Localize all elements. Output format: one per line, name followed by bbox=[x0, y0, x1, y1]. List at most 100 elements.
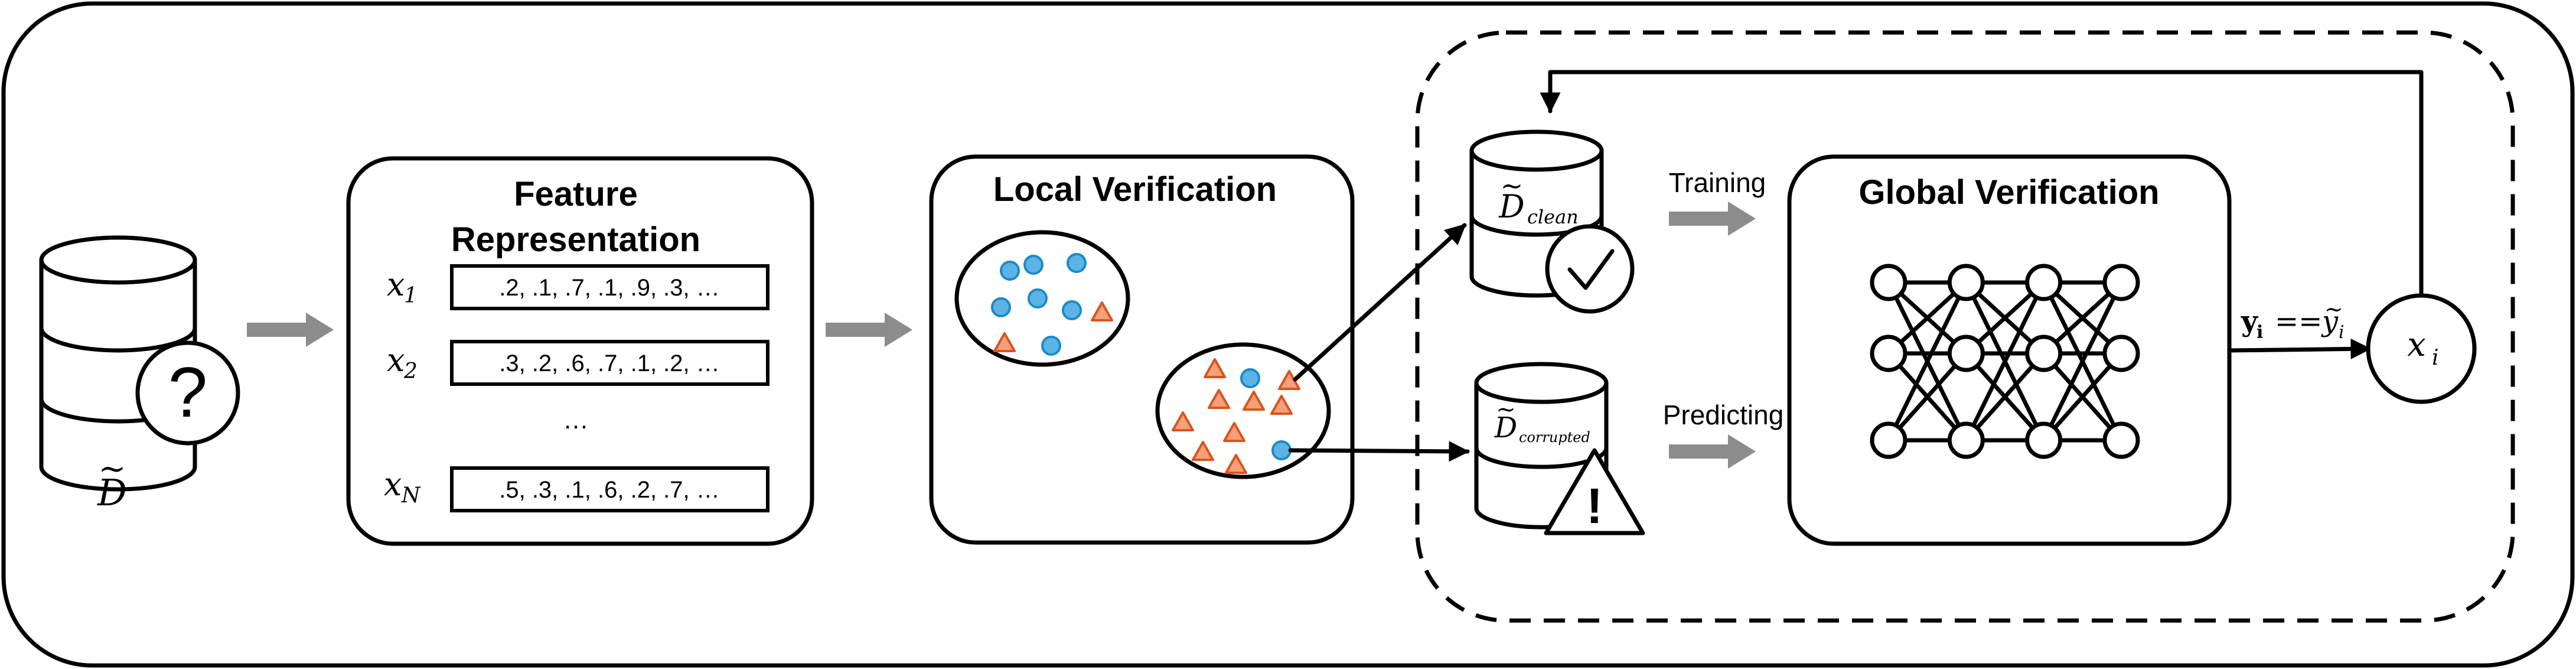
svg-text:1: 1 bbox=[404, 284, 418, 308]
feature-row: x N .5, .3, .1, .6, .2, .7, … bbox=[384, 466, 769, 512]
noisy-sample-triangle bbox=[1270, 395, 1293, 415]
network-edge bbox=[1887, 352, 1968, 442]
output-arrow bbox=[2228, 338, 2372, 359]
svg-text:x: x bbox=[387, 342, 405, 379]
local-verification-panel: Local Verification bbox=[929, 154, 1355, 545]
svg-text:x: x bbox=[387, 266, 405, 303]
predicting-label: Predicting bbox=[1663, 400, 1784, 430]
noisy-sample-triangle bbox=[1208, 389, 1230, 409]
clean-sample-dot bbox=[1271, 440, 1292, 460]
network-edge bbox=[2042, 281, 2124, 441]
clean-sample-dot bbox=[1240, 368, 1260, 388]
warning-icon: ! bbox=[1544, 448, 1645, 535]
svg-text:i: i bbox=[2257, 322, 2263, 343]
clean-store-symbol: D bbox=[1498, 188, 1524, 225]
svg-text:i: i bbox=[2339, 322, 2345, 343]
corrupted-store-symbol: D bbox=[1494, 411, 1517, 444]
feature-rows-ellipsis: … bbox=[563, 405, 589, 434]
training-flow-arrow bbox=[1669, 202, 1756, 236]
clean-sample-dot bbox=[1023, 255, 1044, 275]
feature-row: x 1 .2, .1, .7, .1, .9, .3, … bbox=[387, 264, 769, 310]
input-dataset-tilde: ~ bbox=[99, 450, 126, 488]
network-node bbox=[2102, 264, 2140, 301]
svg-text:x: x bbox=[384, 466, 402, 503]
network-edge bbox=[1964, 281, 2046, 441]
clean-sample-dot bbox=[991, 297, 1011, 317]
svg-text:.5, .3, .1, .6, .2, .7, …: .5, .3, .1, .6, .2, .7, … bbox=[499, 477, 720, 503]
noisy-sample-triangle bbox=[1172, 411, 1194, 431]
clean-sample-dot bbox=[1041, 336, 1061, 356]
svg-text:.2, .1, .7, .1, .9, .3, …: .2, .1, .7, .1, .9, .3, … bbox=[499, 275, 720, 301]
network-edge bbox=[1964, 352, 2046, 442]
global-verification-title: Global Verification bbox=[1858, 173, 2159, 212]
corrupted-store-tilde: ~ bbox=[1496, 396, 1516, 423]
clean-sample-dot bbox=[1000, 261, 1020, 281]
clean-data-store: ~ D clean bbox=[1469, 129, 1635, 314]
checkmark-icon bbox=[1545, 224, 1635, 314]
training-label: Training bbox=[1669, 167, 1766, 198]
svg-text:==: == bbox=[2275, 305, 2322, 338]
clean-sample-dot bbox=[1028, 288, 1048, 308]
network-node bbox=[1947, 421, 1985, 459]
svg-text:~: ~ bbox=[2324, 296, 2343, 322]
noisy-sample-triangle bbox=[1192, 441, 1214, 461]
sample-node: x i bbox=[2366, 293, 2477, 404]
corrupted-store-subscript: corrupted bbox=[1519, 429, 1590, 446]
network-node bbox=[2025, 334, 2063, 372]
global-verification-panel: Global Verification bbox=[1787, 154, 2232, 546]
flow-arrow-1 bbox=[247, 313, 334, 347]
to-corrupted-store-arrow bbox=[1288, 441, 1470, 462]
clean-cluster bbox=[954, 230, 1130, 367]
svg-text:?: ? bbox=[168, 353, 208, 432]
feature-representation-title-line2: Representation bbox=[451, 220, 700, 259]
network-node bbox=[2102, 421, 2140, 459]
feedback-loop-arrow bbox=[1540, 70, 2424, 298]
network-edge bbox=[2042, 352, 2123, 442]
verification-loop-region bbox=[1415, 30, 2515, 623]
input-dataset-label: D bbox=[97, 471, 127, 514]
question-mark-icon: ? bbox=[135, 340, 240, 446]
predicting-flow-arrow bbox=[1669, 434, 1756, 469]
clean-store-tilde: ~ bbox=[1501, 170, 1524, 202]
noisy-sample-triangle bbox=[1243, 391, 1265, 411]
network-node bbox=[2102, 334, 2140, 372]
input-dataset: ? ~ D bbox=[39, 235, 240, 514]
svg-text:.3, .2, .6, .7, .1, .2, …: .3, .2, .6, .7, .1, .2, … bbox=[499, 350, 720, 376]
network-node bbox=[1947, 334, 1985, 372]
noisy-sample-triangle bbox=[1091, 301, 1113, 321]
match-condition: y i == ~ y i bbox=[2241, 296, 2345, 343]
clean-sample-dot bbox=[1062, 300, 1082, 320]
clean-store-subscript: clean bbox=[1527, 206, 1579, 228]
flow-arrow-2 bbox=[826, 313, 912, 347]
feature-row: x 2 .3, .2, .6, .7, .1, .2, … bbox=[387, 340, 769, 386]
corrupted-data-store: ~ D corrupted ! bbox=[1474, 362, 1645, 535]
network-node bbox=[1870, 264, 1907, 301]
network-node bbox=[1870, 334, 1907, 372]
noisy-sample-triangle bbox=[1204, 358, 1226, 378]
noisy-sample-triangle bbox=[993, 332, 1016, 352]
feature-representation-panel: Feature Representation x 1 .2, .1, .7, .… bbox=[346, 156, 814, 546]
noisy-sample-triangle bbox=[1225, 454, 1247, 474]
to-clean-store-arrow bbox=[1293, 223, 1467, 382]
network-node bbox=[1870, 421, 1907, 459]
database-icon bbox=[39, 235, 197, 492]
network-node bbox=[2025, 264, 2063, 301]
svg-text:x: x bbox=[2407, 326, 2426, 364]
svg-text:!: ! bbox=[1586, 478, 1603, 534]
svg-text:y: y bbox=[2321, 305, 2339, 338]
clean-sample-dot bbox=[1067, 253, 1087, 273]
svg-text:2: 2 bbox=[403, 359, 418, 384]
feature-representation-title-line1: Feature bbox=[514, 175, 638, 213]
network-node bbox=[1947, 264, 1985, 301]
noisy-cluster bbox=[1155, 342, 1331, 479]
noisy-sample-triangle bbox=[1223, 422, 1245, 442]
local-verification-title: Local Verification bbox=[993, 170, 1277, 209]
svg-text:y: y bbox=[2241, 305, 2259, 338]
neural-network-icon bbox=[1870, 264, 2140, 459]
network-edge bbox=[1886, 281, 1968, 441]
svg-text:N: N bbox=[401, 483, 421, 508]
svg-text:i: i bbox=[2432, 346, 2439, 370]
network-node bbox=[2025, 421, 2063, 459]
